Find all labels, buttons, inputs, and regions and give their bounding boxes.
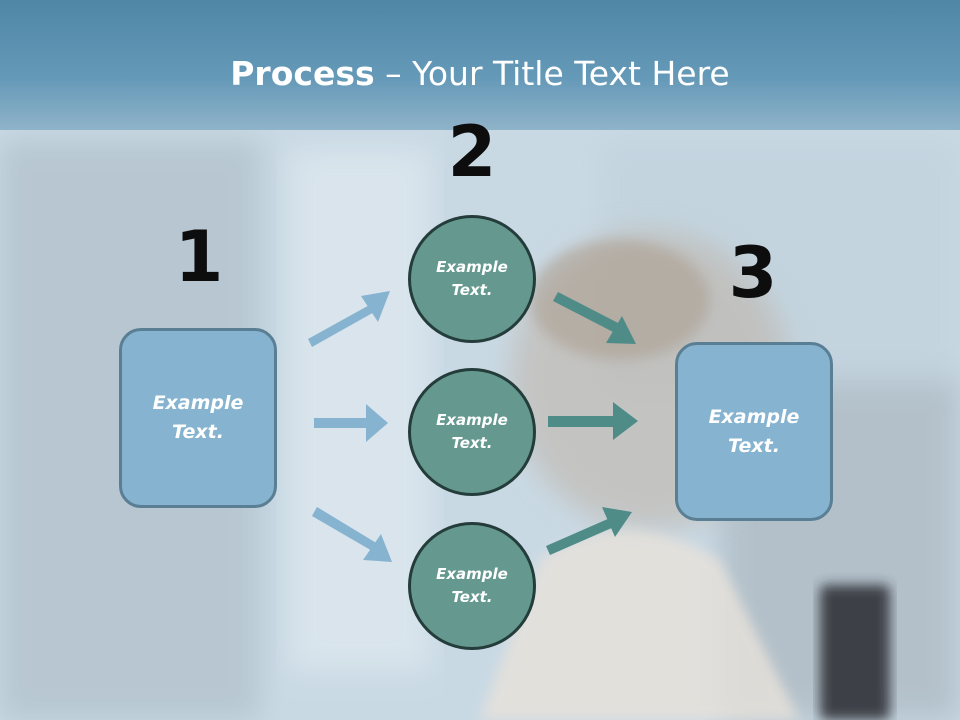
circle-middle[interactable]: Example Text. xyxy=(408,368,536,496)
arrow-top-to-right xyxy=(553,292,636,344)
step-number-3: 3 xyxy=(728,232,778,314)
title-rest: – Your Title Text Here xyxy=(374,54,730,93)
left-text-box[interactable]: Example Text. xyxy=(119,328,277,508)
left-box-text: Example Text. xyxy=(152,392,244,443)
circle-top[interactable]: Example Text. xyxy=(408,215,536,343)
right-box-text: Example Text. xyxy=(708,405,800,457)
step-number-1: 1 xyxy=(174,216,224,298)
step-number-2: 2 xyxy=(447,111,497,193)
title-band xyxy=(0,0,960,130)
page-title: Process – Your Title Text Here xyxy=(0,52,960,96)
arrow-bottom-to-right xyxy=(546,507,632,555)
arrow-middle-to-right xyxy=(548,402,638,440)
right-text-box[interactable]: Example Text. xyxy=(675,342,833,521)
circle-bottom-text: Example Text. xyxy=(436,565,508,606)
arrow-left-to-middle xyxy=(314,404,388,442)
arrow-left-to-bottom xyxy=(312,507,392,562)
title-bold: Process xyxy=(230,54,375,93)
circle-middle-text: Example Text. xyxy=(436,411,508,452)
circle-bottom[interactable]: Example Text. xyxy=(408,522,536,650)
arrow-left-to-top xyxy=(308,291,390,347)
circle-top-text: Example Text. xyxy=(436,258,508,299)
